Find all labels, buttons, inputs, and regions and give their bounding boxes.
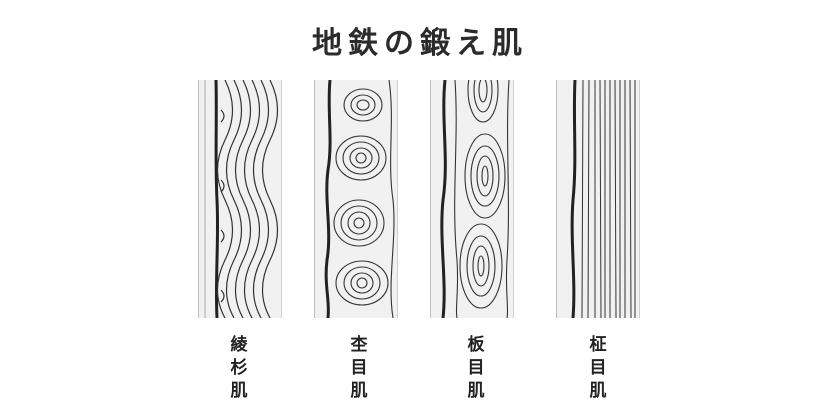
plank-grain-drawing <box>440 80 510 318</box>
page-title: 地鉄の鍛え肌 <box>312 26 528 61</box>
mokume-label: 杢 目 肌 <box>350 335 368 401</box>
ayasugi-label: 綾 杉 肌 <box>230 335 248 401</box>
itame-pattern-image <box>430 80 514 318</box>
straight-grain-drawing <box>570 80 636 318</box>
masame-label: 柾 目 肌 <box>589 335 607 401</box>
wave-grain-drawing <box>204 80 279 318</box>
itame-label: 板 目 肌 <box>467 335 485 401</box>
wood-grain-drawing <box>324 80 395 318</box>
mokume-pattern-image <box>314 80 398 318</box>
ayasugi-pattern-image <box>198 80 282 318</box>
masame-pattern-image <box>556 80 640 318</box>
